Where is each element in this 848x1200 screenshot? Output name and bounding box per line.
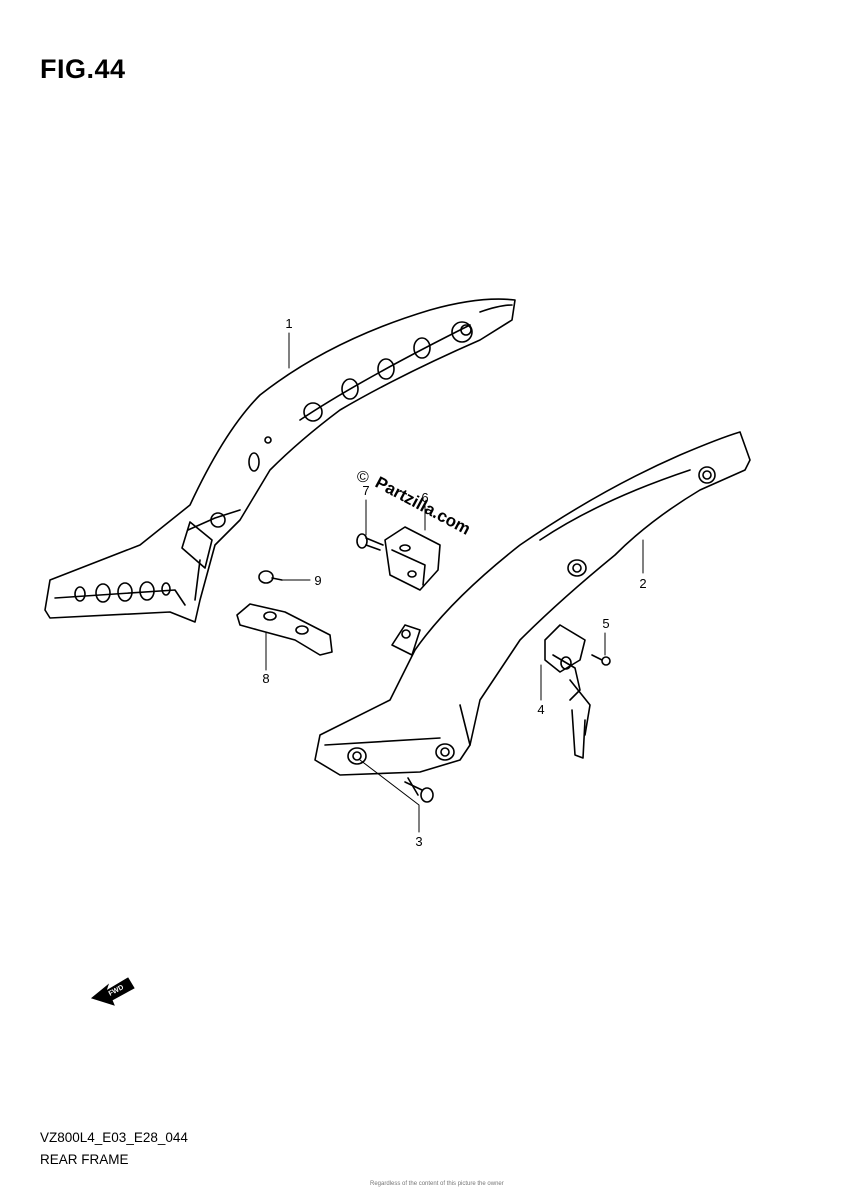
callout-7: 7 bbox=[362, 483, 369, 498]
watermark-copyright: © bbox=[357, 469, 369, 486]
callout-3: 3 bbox=[415, 834, 422, 849]
callout-5: 5 bbox=[602, 616, 609, 631]
callout-6: 6 bbox=[421, 490, 428, 505]
bolt-part-3 bbox=[404, 777, 434, 803]
callout-4: 4 bbox=[537, 702, 544, 717]
watermark-text: Partzilla.com bbox=[372, 473, 474, 539]
callout-2: 2 bbox=[639, 576, 646, 591]
screw-part-5 bbox=[591, 654, 611, 666]
bolt-part-7 bbox=[356, 533, 384, 551]
leader-line-3 bbox=[359, 759, 420, 833]
callout-1: 1 bbox=[285, 316, 292, 331]
diagram-code: VZ800L4_E03_E28_044 bbox=[40, 1130, 188, 1145]
figure-title: FIG.44 bbox=[40, 54, 126, 84]
fwd-arrow-icon: FWD bbox=[90, 977, 135, 1006]
diagram-name: REAR FRAME bbox=[40, 1152, 129, 1167]
callout-8: 8 bbox=[262, 671, 269, 686]
lock-part-4 bbox=[544, 624, 591, 759]
bracket-part-6 bbox=[384, 526, 441, 591]
rear-frame-left-part bbox=[44, 298, 516, 623]
rear-frame-right-part bbox=[314, 431, 751, 776]
screw-part-9 bbox=[258, 570, 283, 584]
fineprint: Regardless of the content of this pictur… bbox=[370, 1181, 504, 1187]
plate-part-8 bbox=[236, 603, 333, 656]
callout-9: 9 bbox=[314, 573, 321, 588]
